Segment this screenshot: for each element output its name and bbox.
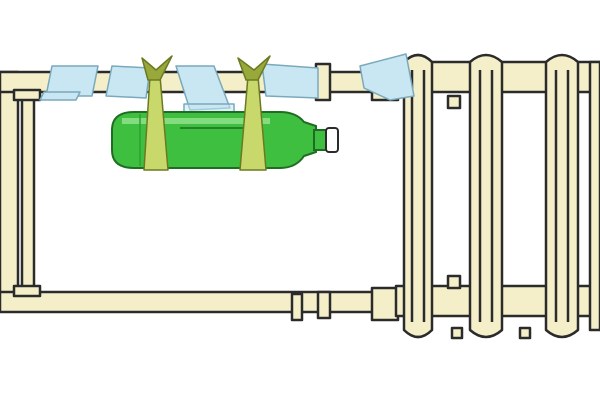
bottom-inlet-nut [370,286,400,322]
radiator-section-3 [544,53,580,339]
bottle-cap [325,127,339,153]
left-tie-bow [141,55,173,81]
radiator-section-4 [588,60,600,332]
wick-wrap-4 [261,63,319,99]
radiator-nipple-4 [518,326,532,340]
bottom-return-pipe [0,290,402,314]
wick-tail-left [39,91,81,101]
radiator-nipple-3 [450,326,464,340]
bottom-left-elbow [12,284,42,298]
bottom-coupling-2 [316,290,332,320]
wick-wrap-2 [105,65,151,99]
left-riser-pipe [20,88,36,302]
radiator-nipple-1 [446,94,462,110]
radiator-nipple-2 [446,274,462,290]
radiator-section-2 [468,53,504,339]
radiator-icon [394,53,600,340]
wick-wrap-1 [45,65,99,97]
ribbon-icon [141,55,271,171]
right-tie-bow [237,55,271,81]
top-left-elbow [12,88,42,102]
wick-end-flap [359,53,415,101]
left-vertical-pipe [0,70,20,302]
bottom-coupling [290,292,304,322]
